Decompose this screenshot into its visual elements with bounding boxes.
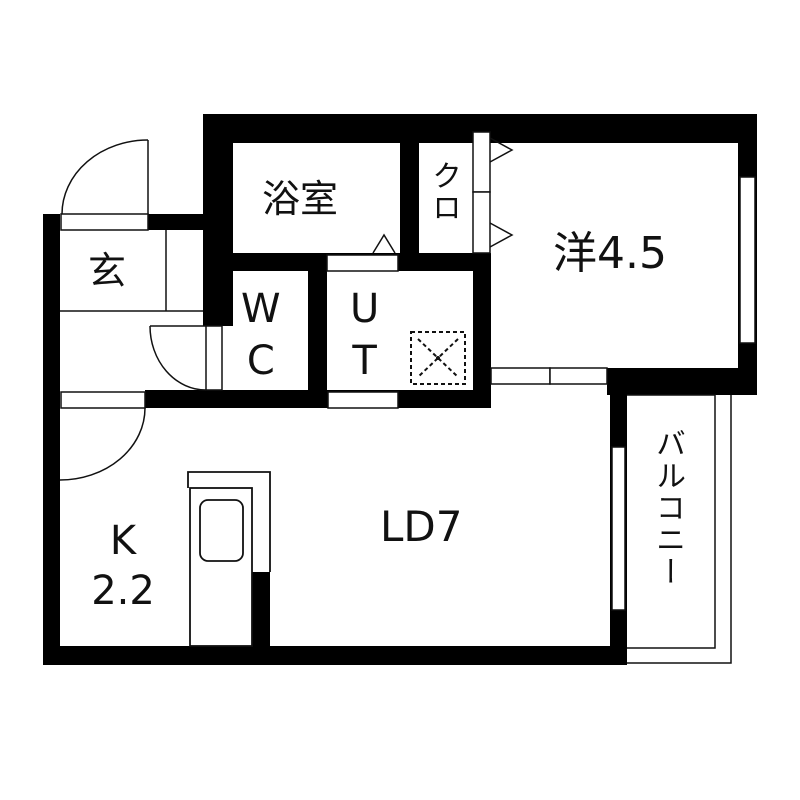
openings: [60, 131, 756, 611]
wc-label-line1: W: [241, 286, 281, 332]
kitchen-label-line2: 2.2: [91, 568, 155, 614]
ut-label-line2: T: [352, 338, 377, 384]
room-label-wc: W C: [241, 283, 281, 387]
kitchen-counter: [187, 471, 271, 647]
room-label-utility: U T: [350, 283, 379, 387]
room-label-closet: クロ: [426, 160, 461, 224]
room-label-balcony: バルコニー: [650, 428, 685, 588]
kitchen-label-line1: K: [109, 518, 137, 564]
room-label-bath: 浴室: [262, 177, 339, 221]
room-label-living: LD7: [380, 502, 463, 551]
ut-label-line1: U: [350, 286, 380, 332]
interior-lines: [59, 137, 732, 664]
room-label-kitchen: K 2.2: [78, 516, 168, 616]
wc-label-line2: C: [246, 338, 275, 384]
sink-icon: [199, 499, 244, 562]
washer-space-icon: [410, 331, 466, 385]
room-label-genkan: 玄: [88, 249, 127, 293]
room-label-bedroom: 洋4.5: [553, 228, 667, 279]
